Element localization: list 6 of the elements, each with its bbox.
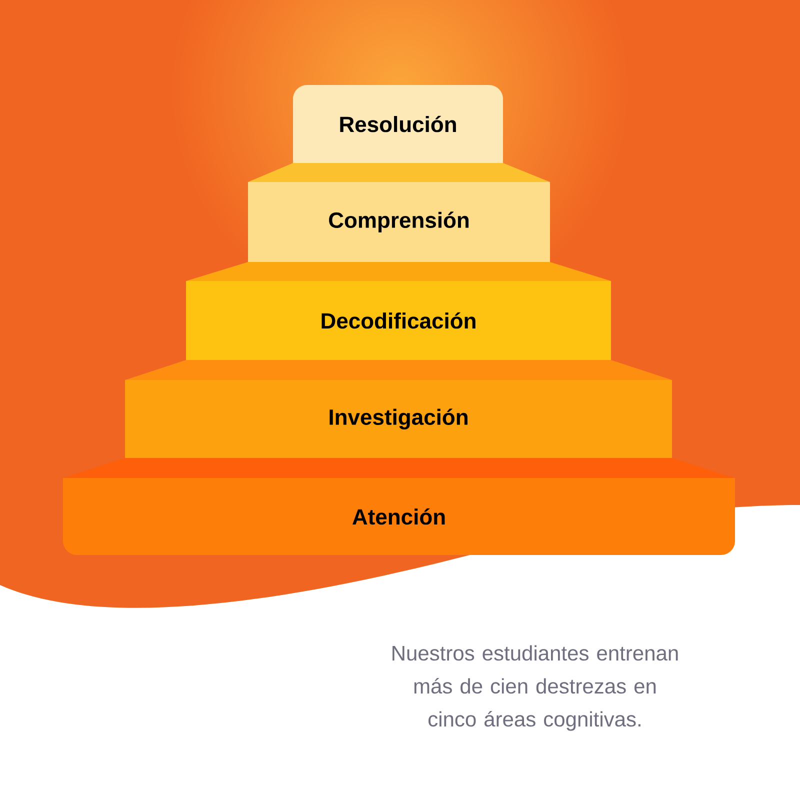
- step-box: Investigación: [125, 360, 672, 458]
- step-box: Atención: [63, 458, 735, 555]
- step-box: Comprensión: [248, 163, 550, 262]
- step-box: Resolución: [293, 85, 503, 163]
- caption-text: Nuestros estudiantes entrenan más de cien destrezas en cinco áreas cognitivas.: [392, 645, 678, 731]
- step-box: Decodificación: [186, 262, 611, 360]
